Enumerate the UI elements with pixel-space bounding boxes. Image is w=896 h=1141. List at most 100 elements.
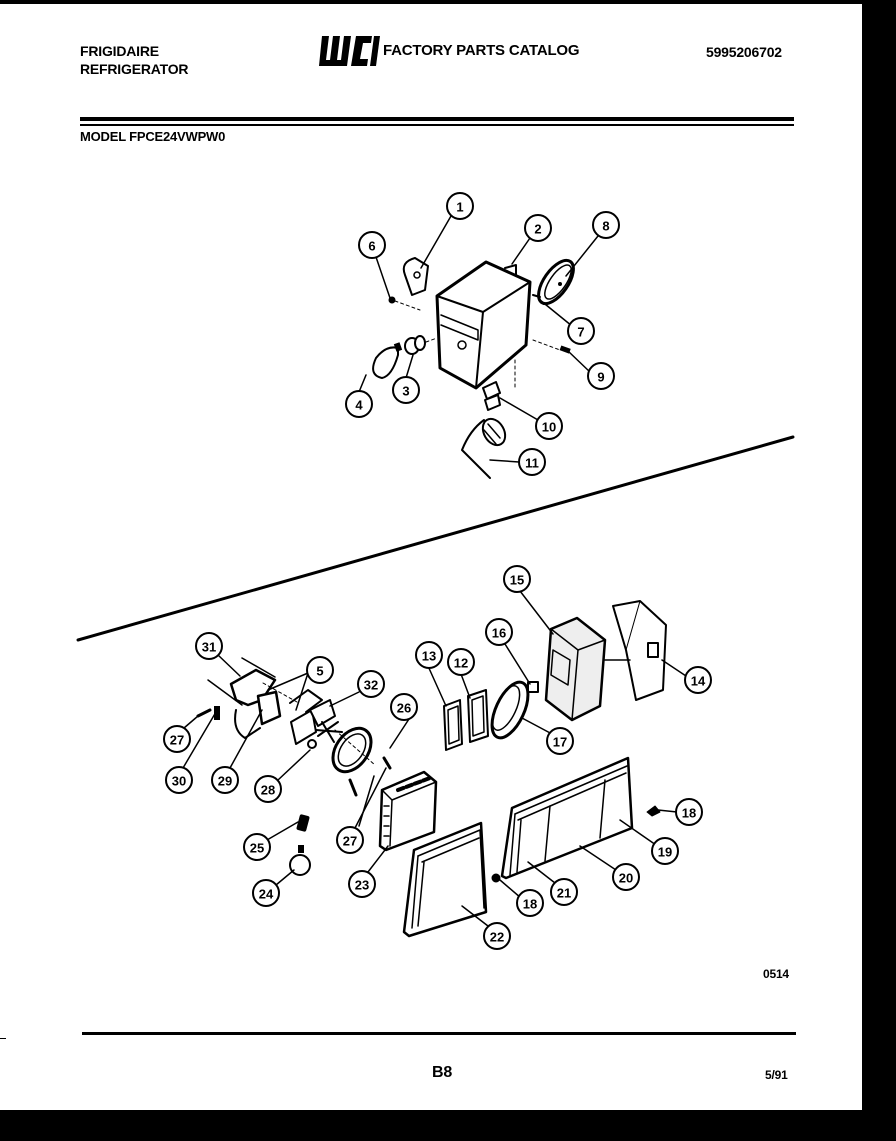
callout-circle <box>587 362 615 390</box>
callout-circle <box>524 214 552 242</box>
callout-13: 13 <box>415 641 443 669</box>
callout-23: 23 <box>348 870 376 898</box>
callout-circle <box>254 775 282 803</box>
callout-14: 14 <box>684 666 712 694</box>
callout-26: 26 <box>390 693 418 721</box>
callout-number: 25 <box>250 841 264 856</box>
callout-number: 32 <box>364 678 378 693</box>
callout-circle <box>390 693 418 721</box>
callout-number: 31 <box>202 640 216 655</box>
callout-28: 28 <box>254 775 282 803</box>
brand-name: FRIGIDAIRE <box>80 43 159 59</box>
callout-number: 27 <box>170 733 184 748</box>
callout-number: 7 <box>577 325 584 340</box>
callout-4: 4 <box>345 390 373 418</box>
callout-circle <box>243 833 271 861</box>
illustration-code: 0514 <box>763 967 789 981</box>
callout-16: 16 <box>485 618 513 646</box>
callout-circle <box>415 641 443 669</box>
wci-logo-icon <box>319 36 380 66</box>
callout-number: 12 <box>454 656 468 671</box>
callout-number: 3 <box>402 384 409 399</box>
callout-2: 2 <box>524 214 552 242</box>
header-rule-thick <box>80 117 794 121</box>
callout-18b: 18 <box>516 889 544 917</box>
callout-number: 2 <box>534 222 541 237</box>
callout-number: 18 <box>682 806 696 821</box>
exploded-parts-diagram: 1234567891011121314151617181819202122232… <box>76 192 795 950</box>
callout-12: 12 <box>447 648 475 676</box>
callout-30: 30 <box>165 766 193 794</box>
lower-left-assembly <box>196 657 438 876</box>
callouts: 1234567891011121314151617181819202122232… <box>163 192 712 950</box>
model-label: MODEL FPCE24VWPW0 <box>80 129 226 144</box>
callout-number: 29 <box>218 774 232 789</box>
callout-number: 24 <box>259 887 274 902</box>
callout-number: 1 <box>456 200 463 215</box>
callout-circle <box>348 870 376 898</box>
callout-7: 7 <box>567 317 595 345</box>
callout-number: 17 <box>553 735 567 750</box>
callout-15: 15 <box>503 565 531 593</box>
callout-circle <box>195 632 223 660</box>
callout-circle <box>546 727 574 755</box>
callout-circle <box>345 390 373 418</box>
footer-rule <box>82 1032 796 1035</box>
callout-5: 5 <box>306 656 334 684</box>
callout-number: 13 <box>422 649 436 664</box>
callout-circle <box>165 766 193 794</box>
callout-circle <box>651 837 679 865</box>
callout-number: 22 <box>490 930 504 945</box>
callout-number: 30 <box>172 774 186 789</box>
callout-20: 20 <box>612 863 640 891</box>
callout-17: 17 <box>546 727 574 755</box>
callout-number: 5 <box>316 664 323 679</box>
callout-circle <box>306 656 334 684</box>
callout-circle <box>357 670 385 698</box>
callout-number: 28 <box>261 783 275 798</box>
callout-10: 10 <box>535 412 563 440</box>
product-type: REFRIGERATOR <box>80 61 189 77</box>
catalog-title: FACTORY PARTS CATALOG <box>383 42 580 59</box>
callout-circle <box>550 878 578 906</box>
callout-circle <box>336 826 364 854</box>
brand-block: FRIGIDAIRE REFRIGERATOR <box>80 42 189 78</box>
callout-number: 10 <box>542 420 556 435</box>
section-divider <box>76 435 795 642</box>
callout-circle <box>592 211 620 239</box>
callout-22: 22 <box>483 922 511 950</box>
callout-circle <box>516 889 544 917</box>
callout-number: 4 <box>355 398 363 413</box>
callout-circle <box>535 412 563 440</box>
callout-circle <box>518 448 546 476</box>
callout-11: 11 <box>518 448 546 476</box>
callout-circle <box>446 192 474 220</box>
callout-number: 15 <box>510 573 524 588</box>
callout-32: 32 <box>357 670 385 698</box>
callout-number: 21 <box>557 886 571 901</box>
callout-25: 25 <box>243 833 271 861</box>
callout-circle <box>252 879 280 907</box>
scan-mark <box>0 1038 6 1039</box>
lower-right-assembly <box>443 600 667 751</box>
callout-number: 9 <box>597 370 604 385</box>
catalog-number: 5995206702 <box>706 44 782 60</box>
callout-circle <box>485 618 513 646</box>
page-number: B8 <box>432 1064 453 1081</box>
callout-number: 26 <box>397 701 411 716</box>
revision-date: 5/91 <box>765 1068 788 1082</box>
callout-circle <box>612 863 640 891</box>
callout-circle <box>163 725 191 753</box>
callout-18a: 18 <box>675 798 703 826</box>
leader-lines <box>182 215 687 927</box>
callout-number: 23 <box>355 878 369 893</box>
callout-number: 11 <box>525 456 539 471</box>
callout-31: 31 <box>195 632 223 660</box>
callout-number: 14 <box>691 674 706 689</box>
callout-circle <box>358 231 386 259</box>
header-rule-thin <box>80 124 794 126</box>
callout-circle <box>483 922 511 950</box>
callout-8: 8 <box>592 211 620 239</box>
callout-circle <box>684 666 712 694</box>
callout-3: 3 <box>392 376 420 404</box>
